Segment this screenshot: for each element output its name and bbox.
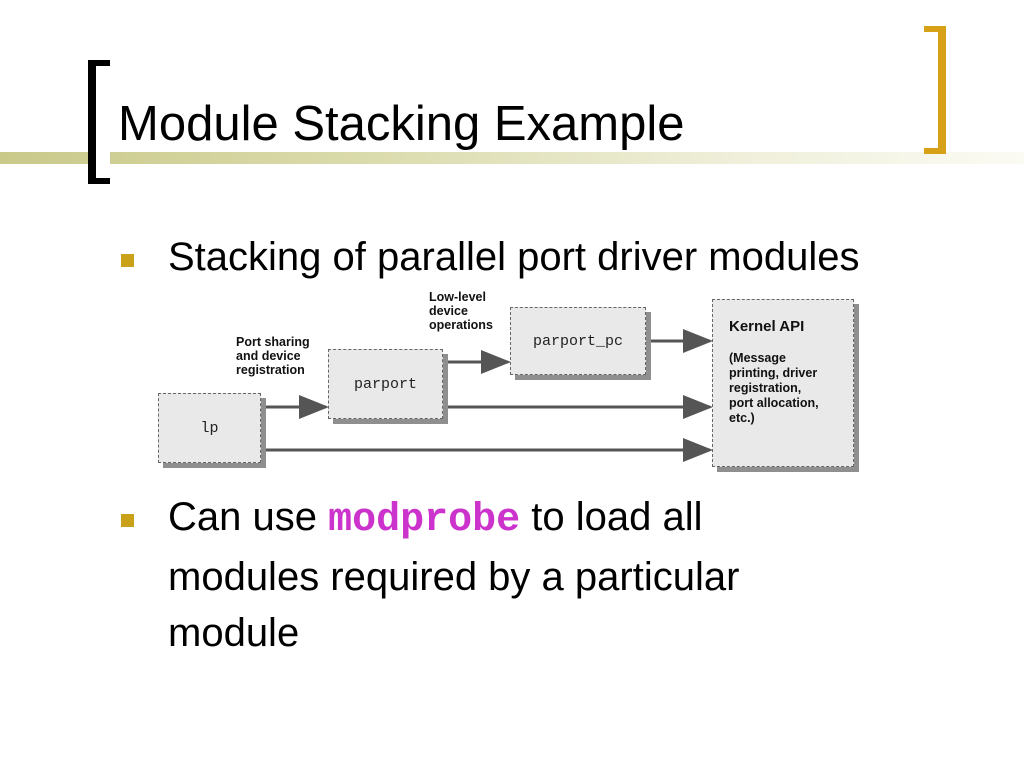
bullet-text-1: Stacking of parallel port driver modules (168, 235, 860, 279)
label-line: Port sharing (236, 335, 310, 349)
port-sharing-label: Port sharing and device registration (236, 335, 310, 377)
kernel-desc-line: registration, (729, 381, 802, 395)
label-line: operations (429, 318, 493, 332)
label-line: and device (236, 349, 301, 363)
modprobe-command: modprobe (328, 498, 521, 543)
bullet-2-line-1: Can use modprobe to load all (168, 489, 739, 549)
kernel-api-box: Kernel API (Message printing, driver reg… (712, 299, 854, 467)
text-segment: Can use (168, 495, 329, 539)
parport-pc-module-box: parport_pc (510, 307, 646, 375)
bullet-2-line-2: modules required by a particular (168, 555, 740, 599)
module-stacking-diagram: lp parport parport_pc Kernel API (Messag… (150, 285, 870, 485)
bullet-marker (121, 254, 134, 267)
kernel-desc-line: (Message (729, 351, 786, 365)
diagram-arrows (261, 329, 713, 462)
kernel-api-description: (Message printing, driver registration, … (729, 351, 839, 426)
parport-module-box: parport (328, 349, 443, 419)
label-line: Low-level (429, 290, 486, 304)
label-line: registration (236, 363, 305, 377)
title-underline-rule (0, 152, 1024, 164)
kernel-desc-line: etc.) (729, 411, 755, 425)
bullet-2-line-3: module (168, 611, 300, 655)
bullet-text-2: Can use modprobe to load all modules req… (168, 489, 739, 661)
right-bracket-decoration (924, 26, 946, 154)
kernel-api-title: Kernel API (729, 318, 805, 335)
slide-title: Module Stacking Example (118, 97, 685, 151)
left-bracket-decoration (88, 60, 110, 184)
text-segment: to load all (520, 495, 703, 539)
kernel-desc-line: port allocation, (729, 396, 819, 410)
label-line: device (429, 304, 468, 318)
kernel-desc-line: printing, driver (729, 366, 818, 380)
lp-module-box: lp (158, 393, 261, 463)
bullet-marker (121, 514, 134, 527)
low-level-label: Low-level device operations (429, 290, 493, 332)
